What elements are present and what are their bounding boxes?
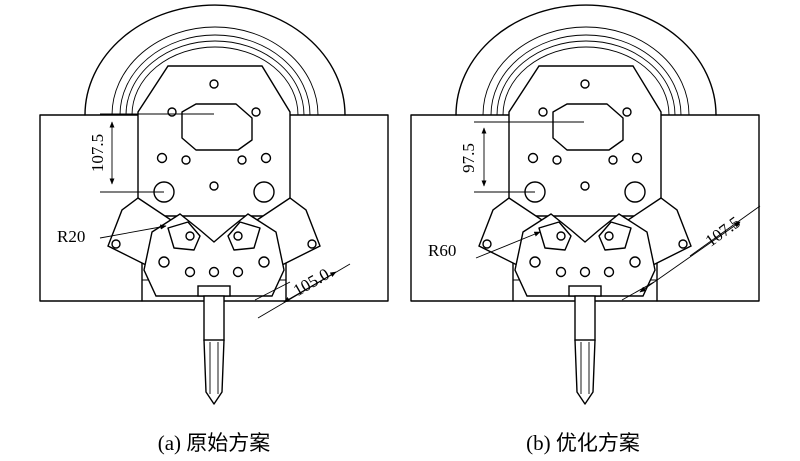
dim-radius-a-label: R20 (57, 227, 85, 246)
dim-vertical-b: 97.5 (459, 121, 584, 193)
panel-a: 107.5 R20 105.0 (a) 原始方案 (39, 4, 389, 455)
dim-radius-b: R60 (428, 231, 541, 260)
panel-b: 97.5 R60 107.5 (b) 优化方案 (410, 4, 761, 455)
dim-vertical-b-label: 97.5 (459, 143, 478, 173)
dim-radius-b-label: R60 (428, 241, 456, 260)
mechanism-drawing-a (39, 4, 389, 405)
caption-b: (b) 优化方案 (526, 431, 640, 455)
dim-vertical-a: 107.5 (88, 113, 214, 193)
dim-radius-a: R20 (57, 224, 167, 246)
dim-vertical-a-label: 107.5 (88, 134, 107, 172)
dim-diagonal-b-label: 107.5 (702, 213, 744, 251)
dim-diagonal-a-label: 105.0 (290, 264, 333, 300)
caption-a: (a) 原始方案 (158, 431, 271, 455)
mechanism-drawing-b (410, 4, 760, 405)
